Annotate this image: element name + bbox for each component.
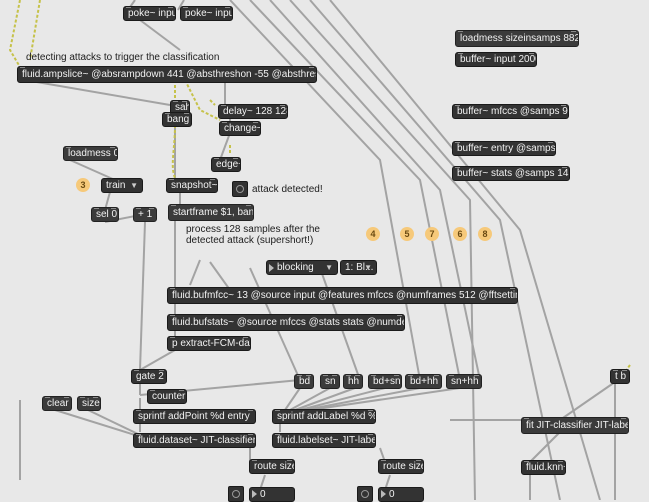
dropdown-arrow-icon: ▼ (325, 263, 333, 272)
buffer-stats-object[interactable]: buffer~ stats @samps 14 13 (452, 166, 570, 181)
bang-circle-icon (232, 490, 240, 498)
badge-8: 8 (478, 227, 492, 241)
hh-message[interactable]: hh (343, 374, 363, 389)
loadmess-0-message[interactable]: loadmess 0 (63, 146, 118, 161)
number-arrow-icon (252, 490, 257, 498)
fluid-ampslice-object[interactable]: fluid.ampslice~ @absrampdown 441 @absthr… (17, 66, 317, 83)
bd-hh-message[interactable]: bd+hh (405, 374, 442, 389)
fit-knn-message[interactable]: fit JIT-classifier JIT-labels (521, 417, 629, 434)
route-size-object-2[interactable]: route size (378, 459, 424, 474)
gate-2-object[interactable]: gate 2 (131, 369, 167, 384)
bd-message[interactable]: bd (294, 374, 314, 389)
sah-object[interactable]: sah~ (170, 100, 190, 115)
sprintf-addpoint-object[interactable]: sprintf addPoint %d entry (133, 409, 256, 424)
badge-7: 7 (425, 227, 439, 241)
sn-message[interactable]: sn (320, 374, 340, 389)
mode-menu-label: 1: Bl... (345, 262, 374, 273)
number-box-2-value: 0 (389, 489, 395, 500)
fluid-bufstats-object[interactable]: fluid.bufstats~ @source mfccs @stats sta… (167, 314, 405, 331)
dropdown-arrow-icon: ▼ (364, 263, 372, 272)
buffer-mfccs-object[interactable]: buffer~ mfccs @samps 9 13 (452, 104, 569, 119)
sel-0-object[interactable]: sel 0 (91, 207, 119, 222)
bang-button-1[interactable] (228, 486, 244, 502)
poke-input-object-2[interactable]: poke~ input (180, 6, 233, 21)
blocking-menu[interactable]: blocking ▼ (266, 260, 338, 275)
comment-process-line2: detected attack (supershort!) (186, 235, 314, 246)
sprintf-addlabel-object[interactable]: sprintf addLabel %d %s (272, 409, 376, 424)
led-circle-icon (236, 185, 244, 193)
bd-sn-message[interactable]: bd+sn (368, 374, 402, 389)
comment-detecting-attacks: detecting attacks to trigger the classif… (26, 52, 220, 63)
blocking-menu-label: blocking (277, 262, 314, 273)
sn-hh-message[interactable]: sn+hh (446, 374, 482, 389)
fluid-knn-object[interactable]: fluid.knn~ (521, 460, 566, 475)
clear-message[interactable]: clear (42, 396, 72, 411)
poke-input-object-1[interactable]: poke~ input (123, 6, 176, 21)
comment-attack-detected: attack detected! (252, 184, 323, 195)
route-size-object-1[interactable]: route size (249, 459, 295, 474)
buffer-input-object[interactable]: buffer~ input 2000 (455, 52, 537, 67)
snapshot-object[interactable]: snapshot~ (166, 178, 218, 193)
badge-3: 3 (76, 178, 90, 192)
bang-button-2[interactable] (357, 486, 373, 502)
attack-led-button[interactable] (232, 181, 248, 197)
plus-1-object[interactable]: + 1 (133, 207, 157, 222)
number-arrow-icon (381, 490, 386, 498)
edge-object[interactable]: edge~ (211, 157, 241, 172)
menu-play-icon (269, 264, 274, 272)
badge-5: 5 (400, 227, 414, 241)
startframe-message[interactable]: startframe $1, bang (168, 204, 254, 221)
train-mode-menu[interactable]: train ▼ (101, 178, 143, 193)
t-b-object[interactable]: t b (610, 369, 630, 384)
buffer-entry-object[interactable]: buffer~ entry @samps 96 (452, 141, 556, 156)
change-object[interactable]: change~ (219, 121, 261, 136)
number-box-1-value: 0 (260, 489, 266, 500)
dropdown-arrow-icon: ▼ (130, 181, 138, 190)
bang-message[interactable]: bang (162, 112, 192, 127)
comment-process-line1: process 128 samples after the (186, 224, 320, 235)
delay-object[interactable]: delay~ 128 128 (218, 104, 288, 119)
p-extract-fcm-data-object[interactable]: p extract-FCM-data (167, 336, 251, 351)
fluid-bufmfcc-object[interactable]: fluid.bufmfcc~ 13 @source input @feature… (167, 287, 518, 304)
mode-menu[interactable]: 1: Bl... ▼ (340, 260, 377, 275)
badge-4: 4 (366, 227, 380, 241)
size-message[interactable]: size (77, 396, 101, 411)
fluid-dataset-object[interactable]: fluid.dataset~ JIT-classifier 96 (133, 433, 256, 448)
loadmess-sizeinsamps-message[interactable]: loadmess sizeinsamps 8820 1 (455, 30, 579, 47)
train-menu-label: train (106, 180, 126, 191)
fluid-labelset-object[interactable]: fluid.labelset~ JIT-labels (272, 433, 376, 448)
counter-object[interactable]: counter (147, 389, 187, 404)
badge-6: 6 (453, 227, 467, 241)
bang-circle-icon (361, 490, 369, 498)
